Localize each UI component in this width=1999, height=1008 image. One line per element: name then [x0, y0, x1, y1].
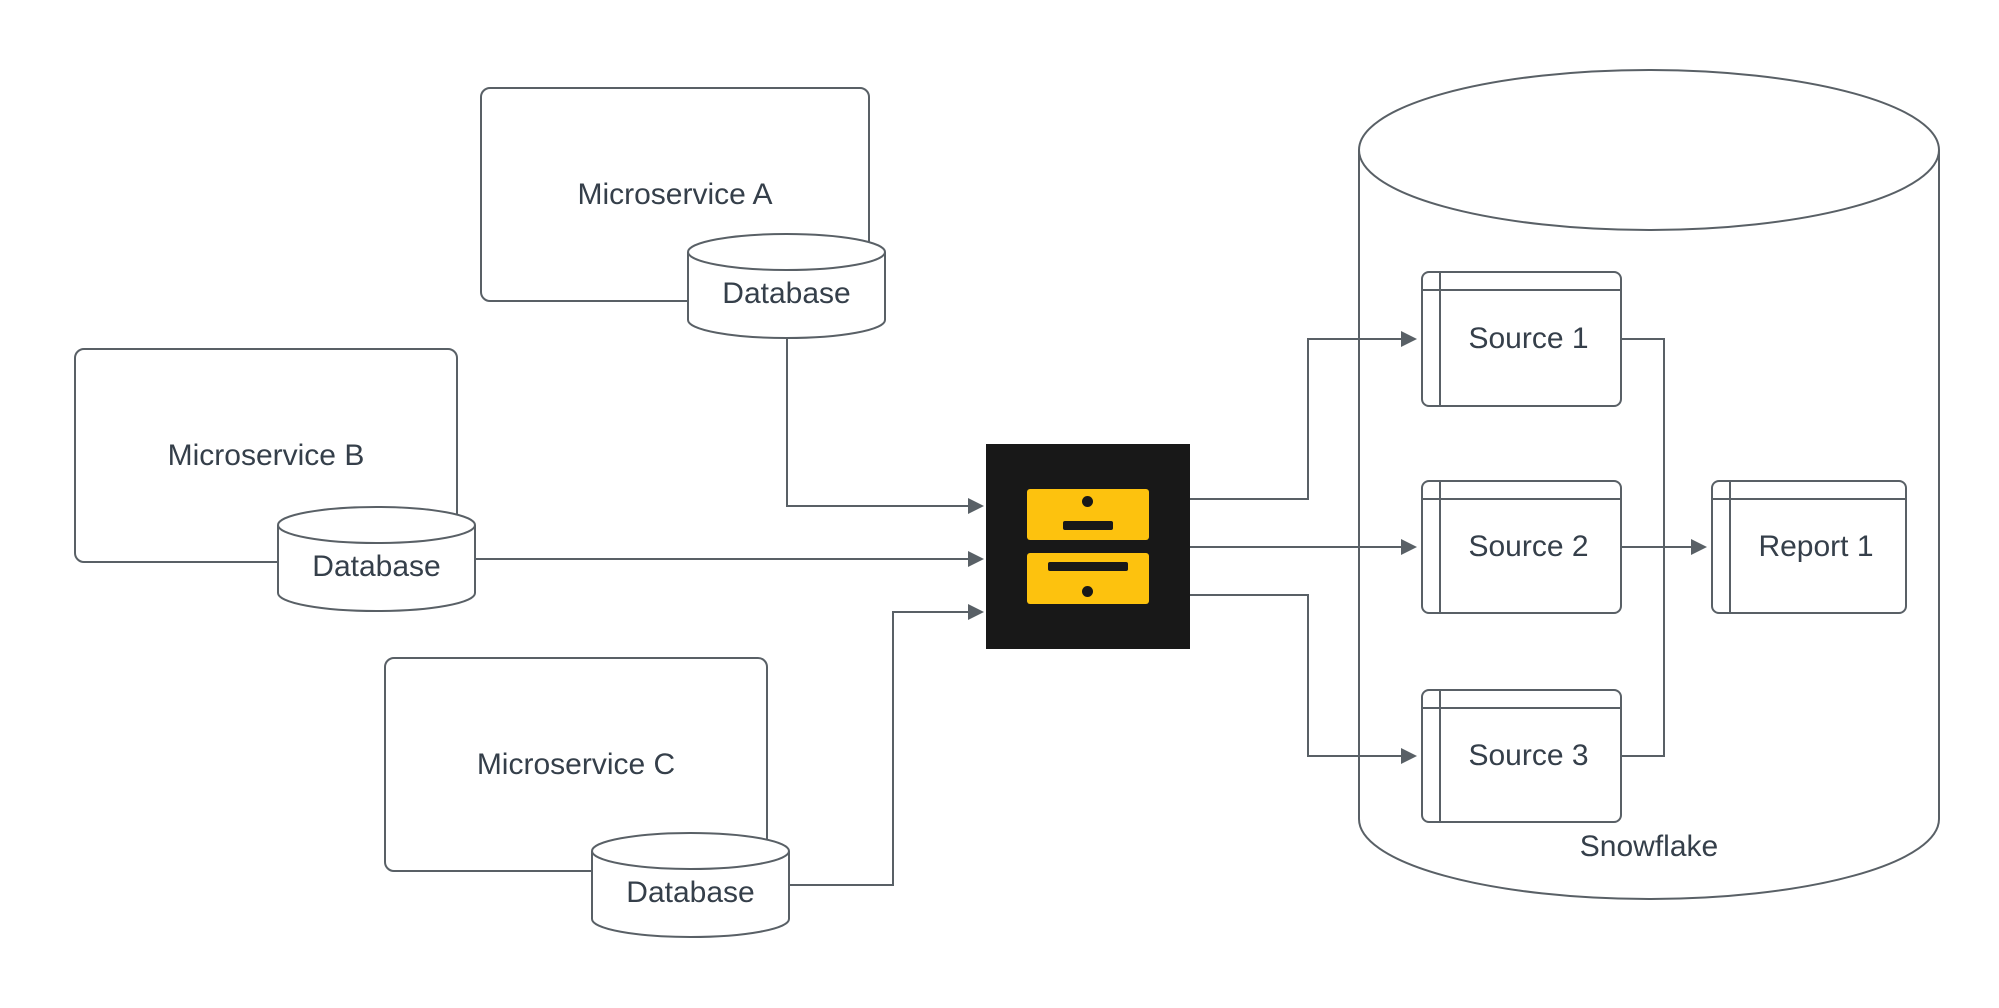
- node-source-2: Source 2: [1421, 480, 1622, 614]
- connector-source-3-to-junction: [1622, 548, 1665, 757]
- connector-database-c-to-pipeline: [790, 604, 984, 886]
- snowflake-cylinder-rim: [1358, 149, 1940, 231]
- source-3-label: Source 3: [1468, 739, 1589, 772]
- connector-pipeline-to-source-3: [1190, 594, 1417, 764]
- microservice-b-label: Microservice B: [167, 438, 365, 472]
- source-1-label: Source 1: [1468, 322, 1589, 355]
- logo-top-block: [1027, 489, 1149, 540]
- database-a-label: Database: [722, 277, 851, 310]
- node-database-c: Database: [591, 832, 790, 938]
- microservice-a-label: Microservice A: [577, 177, 773, 211]
- node-source-3: Source 3: [1421, 689, 1622, 823]
- microservice-c-label: Microservice C: [476, 747, 676, 781]
- logo-bar-icon: [1048, 562, 1128, 571]
- logo-dot-icon: [1082, 586, 1093, 597]
- logo-dot-icon: [1082, 496, 1093, 507]
- connector-source-1-to-junction: [1622, 338, 1665, 546]
- node-report-1: Report 1: [1711, 480, 1907, 614]
- database-b-label: Database: [312, 550, 441, 583]
- connector-pipeline-to-source-1: [1190, 331, 1417, 500]
- logo-bottom-block: [1027, 553, 1149, 604]
- node-source-1: Source 1: [1421, 271, 1622, 407]
- database-c-cylinder: [591, 832, 790, 938]
- node-database-b: Database: [277, 506, 476, 612]
- connector-database-a-to-pipeline: [786, 339, 984, 514]
- source-2-label: Source 2: [1468, 530, 1589, 563]
- cdc-pipeline-logo-icon: [1027, 489, 1149, 604]
- node-database-a: Database: [687, 233, 886, 339]
- database-c-label: Database: [626, 876, 755, 909]
- database-b-cylinder: [277, 506, 476, 612]
- report-1-label: Report 1: [1758, 530, 1874, 563]
- snowflake-label: Snowflake: [1579, 830, 1719, 863]
- logo-bar-icon: [1063, 521, 1113, 530]
- database-a-cylinder: [687, 233, 886, 339]
- node-pipeline-tool: [986, 444, 1190, 649]
